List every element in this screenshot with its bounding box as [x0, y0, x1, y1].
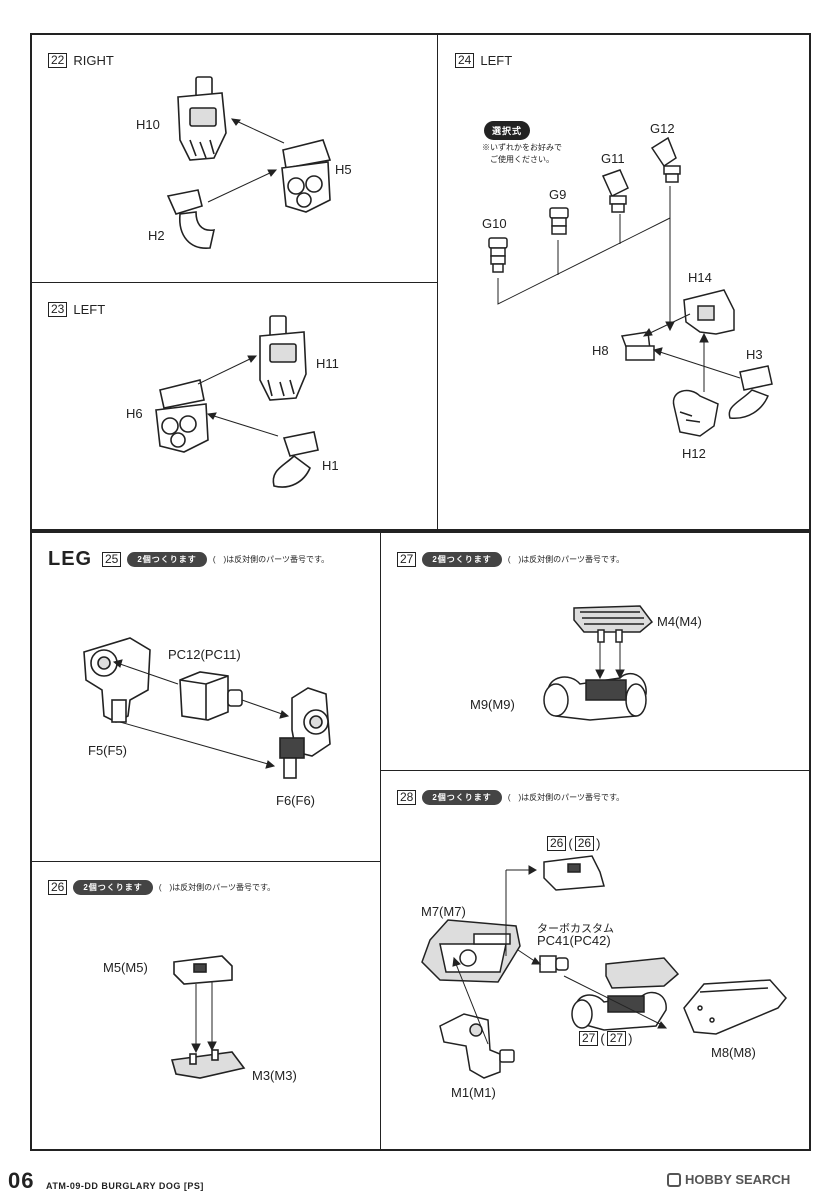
part-label-h1: H1 — [322, 458, 339, 473]
step27-header: 27 2個つくります ( )は反対側のパーツ番号です。 — [397, 552, 624, 567]
part-label-m7: M7(M7) — [421, 904, 466, 919]
part-label-g12: G12 — [650, 121, 675, 136]
step-number: 27 — [397, 552, 417, 567]
step-number: 22 — [48, 53, 68, 68]
ref-step27: 27 ( 27 ) — [579, 1031, 632, 1046]
part-label-g10: G10 — [482, 216, 507, 231]
part-label-h11: H11 — [316, 356, 339, 371]
ref-step26-mirror-number: 26 — [574, 836, 595, 851]
part-label-m3: M3(M3) — [252, 1068, 297, 1083]
make-two-badge: 2個つくります — [73, 880, 153, 895]
step-number: 23 — [48, 302, 68, 317]
ref-step27-number: 27 — [579, 1031, 599, 1046]
top-divider-horizontal — [30, 282, 438, 283]
ref-step26-number: 26 — [547, 836, 567, 851]
step-title: LEFT — [480, 53, 513, 68]
step23-header: 23 LEFT — [48, 302, 105, 317]
part-label-pc41: PC41(PC42) — [537, 933, 611, 948]
mirror-part-note: ( )は反対側のパーツ番号です。 — [507, 555, 625, 564]
option-badge: 選択式 — [484, 121, 531, 140]
product-title: ATM-09-DD BURGLARY DOG [PS] — [46, 1181, 204, 1191]
step28-header: 28 2個つくります ( )は反対側のパーツ番号です。 — [397, 790, 624, 805]
ref-step27-mirror-number: 27 — [606, 1031, 627, 1046]
part-label-m5: M5(M5) — [103, 960, 148, 975]
option-note-line2: ご使用ください。 — [490, 155, 554, 164]
step-number: 28 — [397, 790, 417, 805]
step-number: 24 — [455, 53, 475, 68]
part-label-m1: M1(M1) — [451, 1085, 496, 1100]
step-title: LEFT — [73, 302, 106, 317]
step-number: 25 — [102, 552, 122, 567]
ref-step26: 26 ( 26 ) — [547, 836, 600, 851]
watermark-text: HOBBY SEARCH — [685, 1172, 791, 1187]
step24-header: 24 LEFT — [455, 53, 512, 68]
part-label-h6: H6 — [126, 406, 143, 421]
part-label-h10: H10 — [136, 117, 160, 132]
option-note-line1: ※いずれかをお好みで — [482, 143, 562, 152]
part-label-m9: M9(M9) — [470, 697, 515, 712]
step-number: 26 — [48, 880, 68, 895]
part-label-h8: H8 — [592, 343, 609, 358]
part-label-h14: H14 — [688, 270, 712, 285]
mirror-part-note: ( )は反対側のパーツ番号です。 — [212, 555, 330, 564]
bottom-panel — [30, 531, 811, 1151]
make-two-badge: 2個つくります — [127, 552, 207, 567]
bottom-divider-right — [380, 770, 811, 771]
step25-header: 25 2個つくります ( )は反対側のパーツ番号です。 — [102, 552, 329, 567]
part-label-g9: G9 — [549, 187, 567, 202]
part-label-g11: G11 — [601, 151, 625, 166]
hobby-search-logo-icon — [667, 1172, 681, 1187]
part-label-m8: M8(M8) — [711, 1045, 756, 1060]
mirror-part-note: ( )は反対側のパーツ番号です。 — [507, 793, 625, 802]
step26-header: 26 2個つくります ( )は反対側のパーツ番号です。 — [48, 880, 275, 895]
part-label-pc12: PC12(PC11) — [168, 647, 241, 662]
watermark: HOBBY SEARCH — [667, 1172, 790, 1187]
page-number: 06 — [8, 1168, 35, 1193]
part-label-f6: F6(F6) — [276, 793, 315, 808]
part-label-h2: H2 — [148, 228, 165, 243]
make-two-badge: 2個つくります — [422, 552, 502, 567]
step-title: RIGHT — [73, 53, 114, 68]
part-label-h5: H5 — [335, 162, 352, 177]
bottom-divider-vertical — [380, 531, 381, 1151]
step22-header: 22 RIGHT — [48, 53, 114, 68]
part-label-m4: M4(M4) — [657, 614, 702, 629]
bottom-divider-left — [30, 861, 381, 862]
make-two-badge: 2個つくります — [422, 790, 502, 805]
part-label-h3: H3 — [746, 347, 763, 362]
leg-section-label: LEG — [48, 548, 93, 570]
mirror-part-note: ( )は反対側のパーツ番号です。 — [158, 883, 276, 892]
part-label-f5: F5(F5) — [88, 743, 127, 758]
part-label-turbo-custom: ターボカスタム — [537, 923, 614, 935]
part-label-h12: H12 — [682, 446, 706, 461]
